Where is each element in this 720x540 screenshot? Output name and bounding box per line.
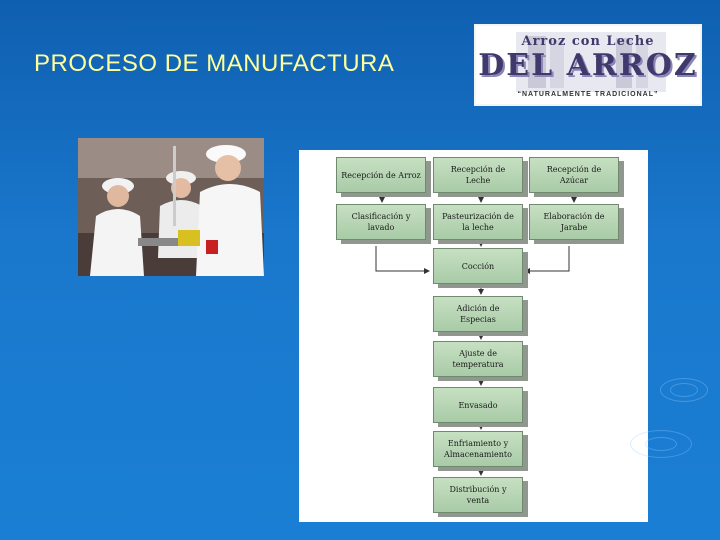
ripple-decoration <box>670 383 698 397</box>
step-coccion: Cocción <box>433 248 523 284</box>
logo-line2: DEL ARROZ <box>478 48 698 83</box>
brand-logo: Arroz con Leche DEL ARROZ “NATURALMENTE … <box>474 24 702 106</box>
step-enfriamiento-almacenamiento: Enfriamiento y Almacenamiento <box>433 431 523 467</box>
step-pasteurizacion: Pasteurización de la leche <box>433 204 523 240</box>
ripple-decoration <box>630 430 692 458</box>
slide-title: PROCESO DE MANUFACTURA <box>34 50 395 77</box>
step-recepcion-arroz: Recepción de Arroz <box>336 157 426 193</box>
step-recepcion-azucar: Recepción de Azúcar <box>529 157 619 193</box>
step-envasado: Envasado <box>433 387 523 423</box>
step-distribucion-venta: Distribución y venta <box>433 477 523 513</box>
logo-line3: “NATURALMENTE TRADICIONAL” <box>517 91 659 98</box>
step-adicion-especias: Adición de Especias <box>433 296 523 332</box>
logo-building-icon <box>516 32 666 92</box>
step-recepcion-leche: Recepción de Leche <box>433 157 523 193</box>
ripple-decoration <box>660 378 708 402</box>
step-ajuste-temperatura: Ajuste de temperatura <box>433 341 523 377</box>
process-flowchart: Recepción de Arroz Recepción de Leche Re… <box>299 150 648 522</box>
step-elaboracion-jarabe: Elaboración de Jarabe <box>529 204 619 240</box>
logo-line1: Arroz con Leche <box>521 34 655 49</box>
ripple-decoration <box>645 437 677 451</box>
step-clasificacion-lavado: Clasificación y lavado <box>336 204 426 240</box>
lab-workers-image <box>78 138 264 276</box>
lab-workers-photo <box>78 138 264 276</box>
